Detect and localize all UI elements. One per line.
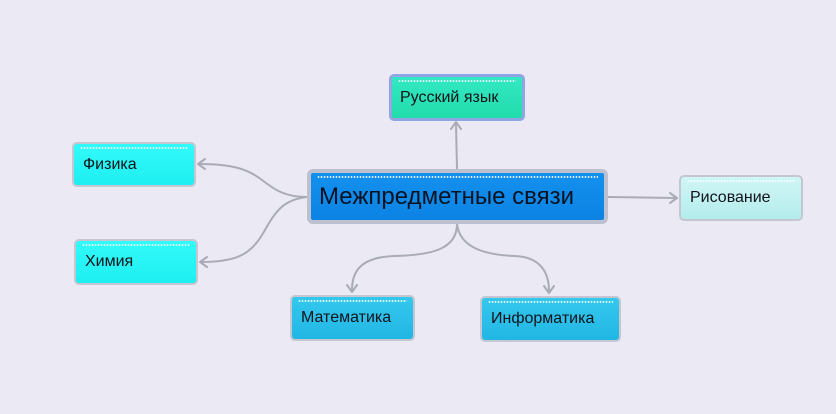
branch-label-chemistry: Химия — [85, 253, 134, 270]
branch-node-russian-language[interactable]: Русский язык — [389, 74, 525, 121]
branch-label-drawing: Рисование — [690, 189, 771, 206]
branch-node-physics[interactable]: Физика — [72, 142, 196, 187]
branch-label-informatics: Информатика — [491, 310, 595, 327]
branch-node-informatics[interactable]: Информатика — [480, 296, 621, 342]
connector-chemistry — [200, 196, 308, 263]
branch-label-mathematics: Математика — [301, 309, 392, 326]
branch-label-physics: Физика — [83, 155, 137, 173]
connector-math — [351, 223, 458, 291]
central-topic-node[interactable]: Межпредметные связи — [307, 169, 608, 224]
branch-node-drawing[interactable]: Рисование — [679, 175, 803, 221]
arrowhead-chemistry — [199, 256, 208, 268]
arrowhead-drawing — [669, 192, 678, 204]
arrowhead-physics — [197, 158, 206, 170]
connector-physics — [198, 163, 308, 198]
connector-informatics — [456, 223, 550, 292]
arrowhead-russian — [450, 121, 462, 130]
arrowhead-math — [346, 284, 358, 293]
arrowhead-informatics — [543, 285, 555, 294]
connector-drawing — [607, 196, 676, 199]
central-topic-label: Межпредметные связи — [319, 182, 575, 210]
branch-node-mathematics[interactable]: Математика — [290, 295, 415, 341]
connector-russian — [455, 123, 458, 170]
branch-label-russian-language: Русский язык — [400, 88, 499, 106]
branch-node-chemistry[interactable]: Химия — [74, 239, 198, 285]
